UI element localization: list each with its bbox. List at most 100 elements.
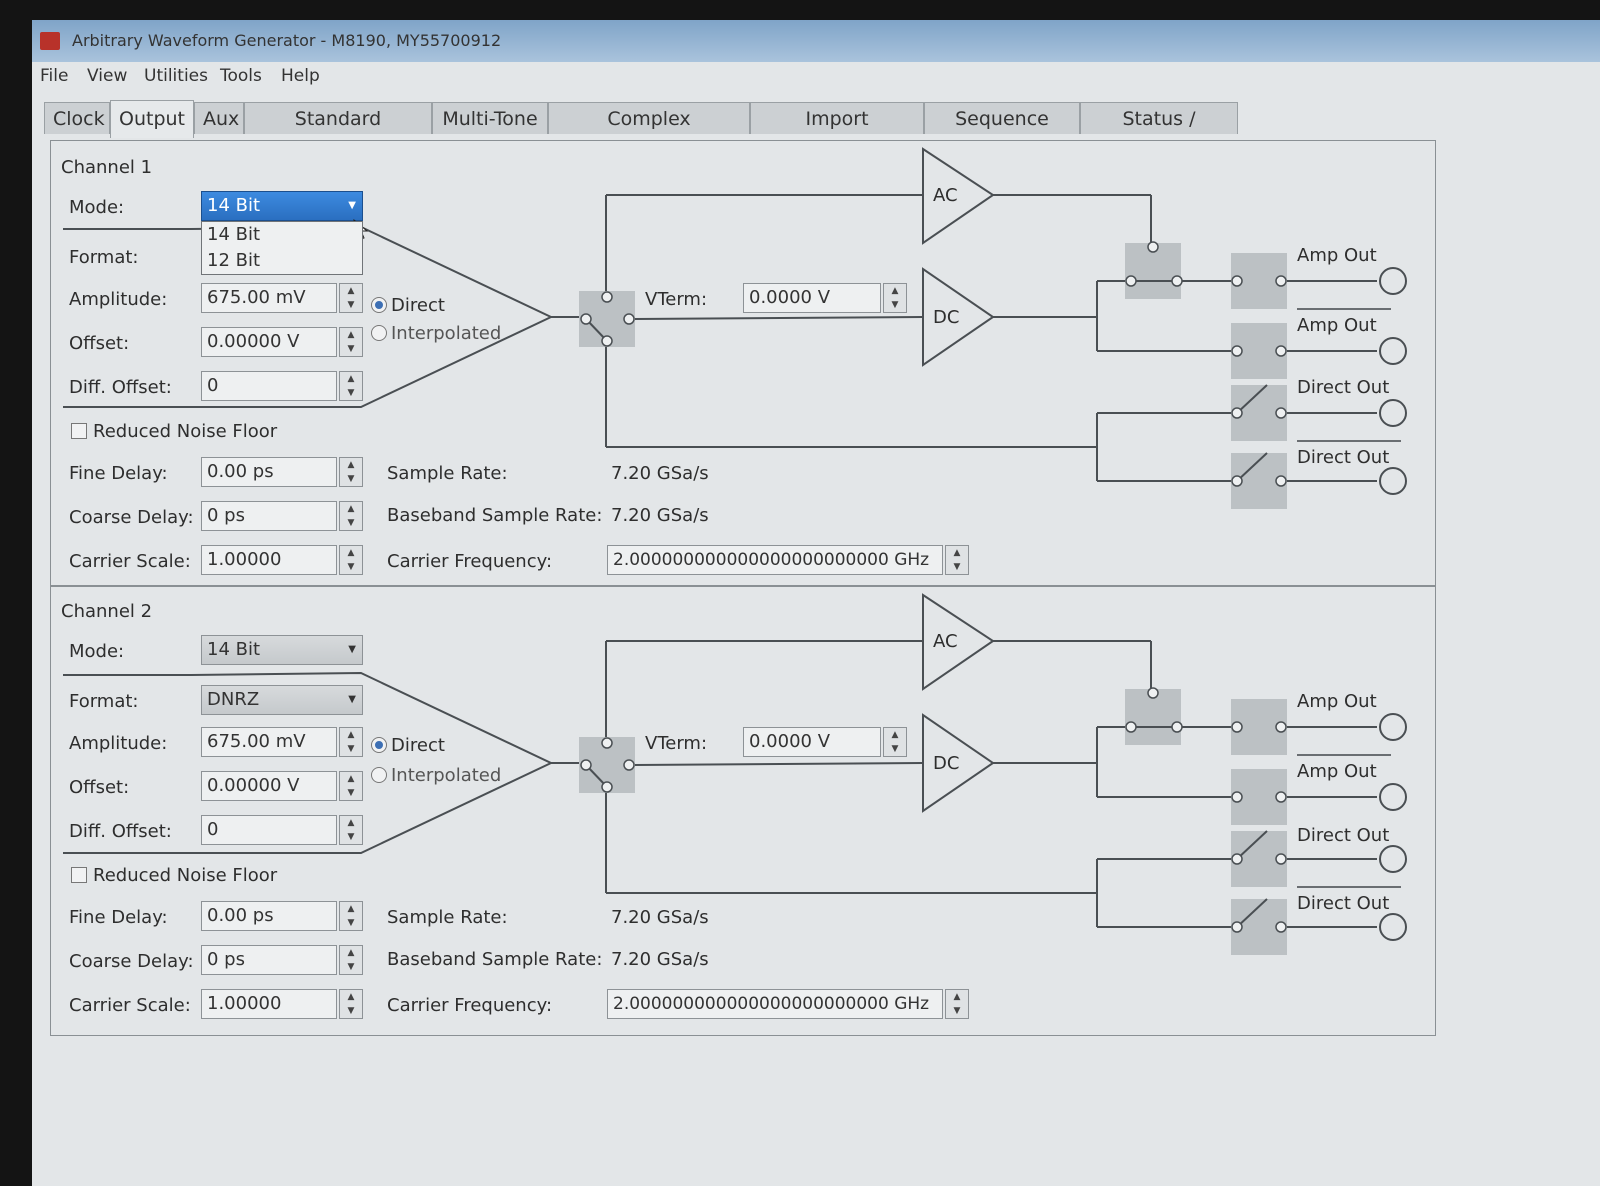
fine-delay-input[interactable]: 0.00 ps (201, 457, 337, 487)
reduced-noise-floor-label: Reduced Noise Floor (93, 865, 278, 886)
vterm-spinner[interactable]: ▲▼ (883, 727, 907, 757)
channel-2-signal-diagram (63, 593, 1407, 955)
format-label: Format: (69, 691, 139, 712)
direct-out-label-2: Direct Out (1297, 447, 1390, 468)
carrier-scale-input[interactable]: 1.00000 (201, 989, 337, 1019)
menu-bar: File View Utilities Tools Help (32, 62, 1600, 90)
baseband-sample-rate-label: Baseband Sample Rate: (387, 505, 603, 526)
offset-input[interactable]: 0.00000 V (201, 771, 337, 801)
menu-tools[interactable]: Tools (220, 66, 262, 86)
offset-spinner[interactable]: ▲▼ (339, 771, 363, 801)
amplitude-spinner[interactable]: ▲▼ (339, 283, 363, 313)
reduced-noise-floor-checkbox[interactable] (71, 423, 87, 439)
coarse-delay-label: Coarse Delay: (69, 507, 194, 528)
menu-view[interactable]: View (87, 66, 128, 86)
coarse-delay-label: Coarse Delay: (69, 951, 194, 972)
ac-amplifier-label: AC (933, 631, 958, 652)
offset-label: Offset: (69, 333, 130, 354)
diff-offset-spinner[interactable]: ▲▼ (339, 371, 363, 401)
awg-app-icon (40, 32, 60, 50)
carrier-frequency-label: Carrier Frequency: (387, 995, 553, 1016)
mode-select-value: 14 Bit (207, 195, 261, 216)
format-select-value: DNRZ (207, 689, 260, 710)
menu-utilities[interactable]: Utilities (144, 66, 208, 86)
amp-out-label-1: Amp Out (1297, 691, 1377, 712)
menu-help[interactable]: Help (281, 66, 320, 86)
interpolated-radio[interactable] (371, 325, 387, 341)
amp-out-label-2: Amp Out (1297, 315, 1377, 336)
tab-multi-tone[interactable]: Multi-Tone (432, 102, 548, 134)
mode-option-14-bit[interactable]: 14 Bit (207, 224, 261, 245)
amplitude-label: Amplitude: (69, 289, 168, 310)
mode-select[interactable]: 14 Bit▼ (201, 191, 363, 221)
tab-clock[interactable]: Clock (44, 102, 110, 134)
diff-offset-input[interactable]: 0 (201, 371, 337, 401)
channel-2-panel: Channel 2 Mode: 14 Bit▼ Format: DNRZ▼ Am… (50, 586, 1436, 1036)
baseband-sample-rate-label: Baseband Sample Rate: (387, 949, 603, 970)
sample-rate-label: Sample Rate: (387, 463, 508, 484)
carrier-scale-label: Carrier Scale: (69, 551, 191, 572)
title-bar[interactable]: Arbitrary Waveform Generator - M8190, MY… (32, 20, 1600, 62)
tab-status-control[interactable]: Status / Control (1080, 102, 1238, 162)
mode-label: Mode: (69, 197, 125, 218)
awg-window: Arbitrary Waveform Generator - M8190, MY… (32, 20, 1600, 1186)
window-title: Arbitrary Waveform Generator - M8190, MY… (72, 31, 502, 50)
carrier-frequency-spinner[interactable]: ▲▼ (945, 545, 969, 575)
mode-select-value: 14 Bit (207, 639, 261, 660)
tab-complex-modulation[interactable]: Complex Modulation (548, 102, 750, 162)
carrier-frequency-spinner[interactable]: ▲▼ (945, 989, 969, 1019)
carrier-scale-label: Carrier Scale: (69, 995, 191, 1016)
channel-1-title: Channel 1 (61, 157, 153, 178)
fine-delay-label: Fine Delay: (69, 907, 168, 928)
coarse-delay-spinner[interactable]: ▲▼ (339, 945, 363, 975)
reduced-noise-floor-checkbox[interactable] (71, 867, 87, 883)
direct-radio[interactable] (371, 737, 387, 753)
vterm-input[interactable]: 0.0000 V (743, 727, 881, 757)
interpolated-label: Interpolated (391, 765, 502, 786)
coarse-delay-input[interactable]: 0 ps (201, 945, 337, 975)
offset-label: Offset: (69, 777, 130, 798)
baseband-sample-rate-value: 7.20 GSa/s (611, 505, 709, 526)
carrier-frequency-input[interactable]: 2.000000000000000000000000 GHz (607, 989, 943, 1019)
coarse-delay-spinner[interactable]: ▲▼ (339, 501, 363, 531)
fine-delay-input[interactable]: 0.00 ps (201, 901, 337, 931)
amp-out-label-2: Amp Out (1297, 761, 1377, 782)
menu-file[interactable]: File (40, 66, 69, 86)
interpolated-radio[interactable] (371, 767, 387, 783)
diff-offset-label: Diff. Offset: (69, 821, 172, 842)
sample-rate-value: 7.20 GSa/s (611, 463, 709, 484)
diff-offset-spinner[interactable]: ▲▼ (339, 815, 363, 845)
fine-delay-spinner[interactable]: ▲▼ (339, 901, 363, 931)
offset-input[interactable]: 0.00000 V (201, 327, 337, 357)
fine-delay-label: Fine Delay: (69, 463, 168, 484)
tab-output[interactable]: Output (110, 100, 194, 138)
direct-out-label-2: Direct Out (1297, 893, 1390, 914)
interpolated-label: Interpolated (391, 323, 502, 344)
mode-option-12-bit[interactable]: 12 Bit (207, 250, 261, 271)
tab-import-waveform[interactable]: Import Waveform (750, 102, 924, 162)
direct-out-label-1: Direct Out (1297, 825, 1390, 846)
format-select[interactable]: DNRZ▼ (201, 685, 363, 715)
carrier-scale-spinner[interactable]: ▲▼ (339, 989, 363, 1019)
mode-dropdown: 14 Bit 12 Bit (201, 221, 363, 275)
carrier-frequency-input[interactable]: 2.000000000000000000000000 GHz (607, 545, 943, 575)
tab-sequence-table[interactable]: Sequence Table (924, 102, 1080, 162)
direct-label: Direct (391, 295, 445, 316)
vterm-input[interactable]: 0.0000 V (743, 283, 881, 313)
tab-aux[interactable]: Aux (194, 102, 244, 134)
diff-offset-input[interactable]: 0 (201, 815, 337, 845)
vterm-spinner[interactable]: ▲▼ (883, 283, 907, 313)
direct-radio[interactable] (371, 297, 387, 313)
carrier-scale-spinner[interactable]: ▲▼ (339, 545, 363, 575)
fine-delay-spinner[interactable]: ▲▼ (339, 457, 363, 487)
chevron-down-icon: ▼ (348, 644, 356, 655)
diff-offset-label: Diff. Offset: (69, 377, 172, 398)
mode-select[interactable]: 14 Bit ▼ (201, 635, 363, 665)
carrier-scale-input[interactable]: 1.00000 (201, 545, 337, 575)
amplitude-input[interactable]: 675.00 mV (201, 727, 337, 757)
tab-standard-waveform[interactable]: Standard Waveform (244, 102, 432, 162)
coarse-delay-input[interactable]: 0 ps (201, 501, 337, 531)
offset-spinner[interactable]: ▲▼ (339, 327, 363, 357)
amplitude-spinner[interactable]: ▲▼ (339, 727, 363, 757)
amplitude-input[interactable]: 675.00 mV (201, 283, 337, 313)
